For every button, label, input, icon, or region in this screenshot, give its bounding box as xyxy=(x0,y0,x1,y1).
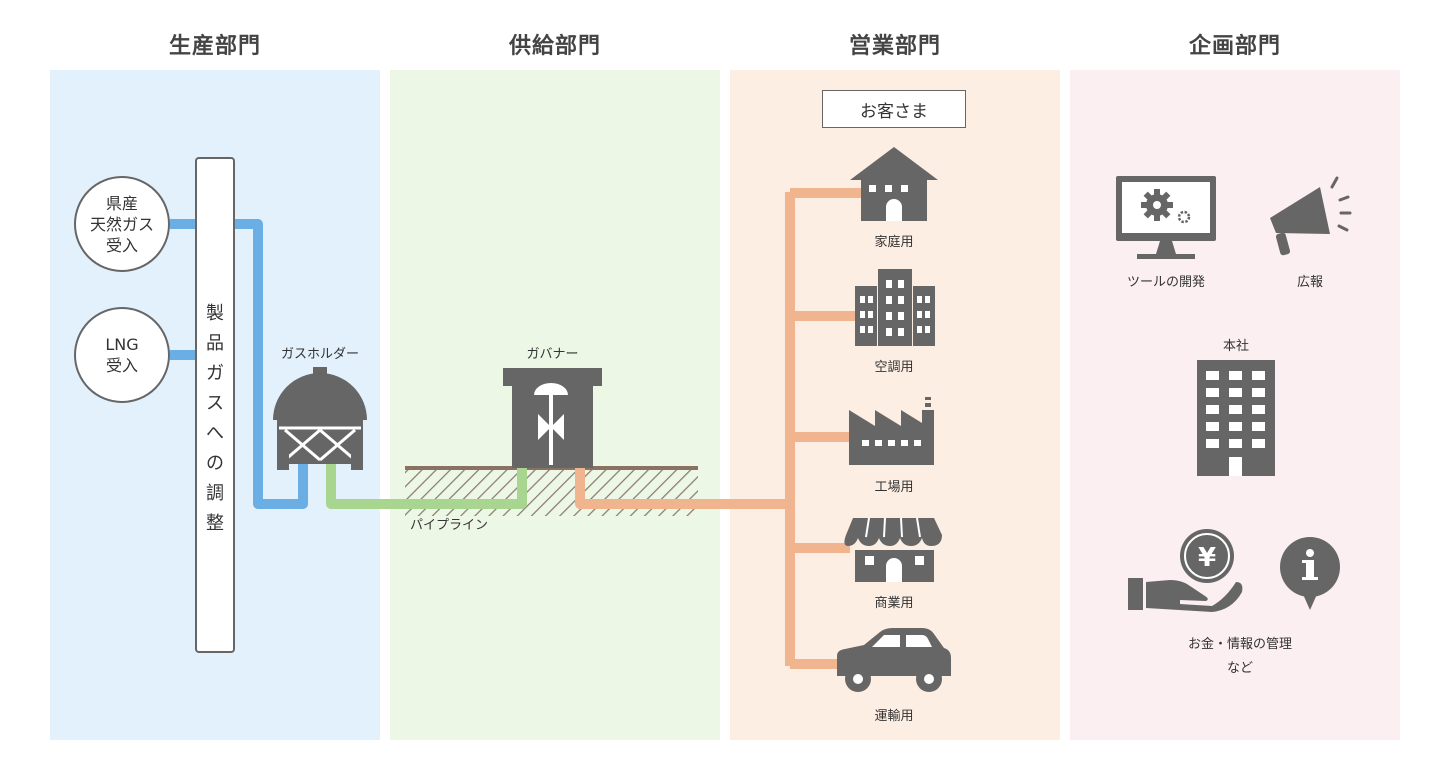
product-gas-adjustment-box: 製 品 ガ ス へ の 調 整 xyxy=(195,157,235,653)
source-lng: LNG 受入 xyxy=(74,307,170,403)
customer-box: お客さま xyxy=(822,90,966,128)
megaphone-icon xyxy=(1270,176,1352,256)
dept-heading-planning: 企画部門 xyxy=(1188,34,1281,59)
shop-icon xyxy=(844,517,942,582)
gas-holder-icon xyxy=(273,367,367,470)
gas-holder-label: ガスホルダー xyxy=(280,347,359,362)
pipeline-label: パイプライン xyxy=(410,518,489,533)
car-icon xyxy=(837,628,951,692)
governor-icon xyxy=(503,368,602,468)
dept-heading-sales: 営業部門 xyxy=(848,34,941,59)
blue-pipes xyxy=(170,219,308,509)
hand-yen-icon: ¥ xyxy=(1128,529,1243,612)
use-air-conditioning-label: 空調用 xyxy=(874,360,914,375)
use-commercial-label: 商業用 xyxy=(874,596,914,611)
headquarters-building-icon xyxy=(1197,360,1275,476)
office-building-icon xyxy=(855,269,935,346)
info-icon xyxy=(1280,537,1340,610)
headquarters-label: 本社 xyxy=(1222,339,1249,354)
product-gas-adjustment-label: 製 品 ガ ス へ の 調 整 xyxy=(206,303,224,534)
use-factory-label: 工場用 xyxy=(874,480,914,495)
governor-label: ガバナー xyxy=(526,347,579,362)
dept-heading-supply: 供給部門 xyxy=(508,34,601,59)
public-relations-label: 広報 xyxy=(1296,275,1323,290)
factory-icon xyxy=(849,397,934,465)
svg-text:¥: ¥ xyxy=(1198,543,1216,573)
source-prefectural-natural-gas: 県産 天然ガス 受入 xyxy=(74,176,170,272)
money-info-management-label: お金・情報の管理 など xyxy=(1187,637,1292,676)
dept-heading-production: 生産部門 xyxy=(168,34,261,59)
house-icon xyxy=(850,147,938,221)
monitor-gear-icon xyxy=(1116,176,1216,259)
use-household-label: 家庭用 xyxy=(874,235,914,250)
tool-development-label: ツールの開発 xyxy=(1126,275,1205,290)
orange-pipes xyxy=(562,188,863,669)
use-transport-label: 運輸用 xyxy=(874,709,914,724)
